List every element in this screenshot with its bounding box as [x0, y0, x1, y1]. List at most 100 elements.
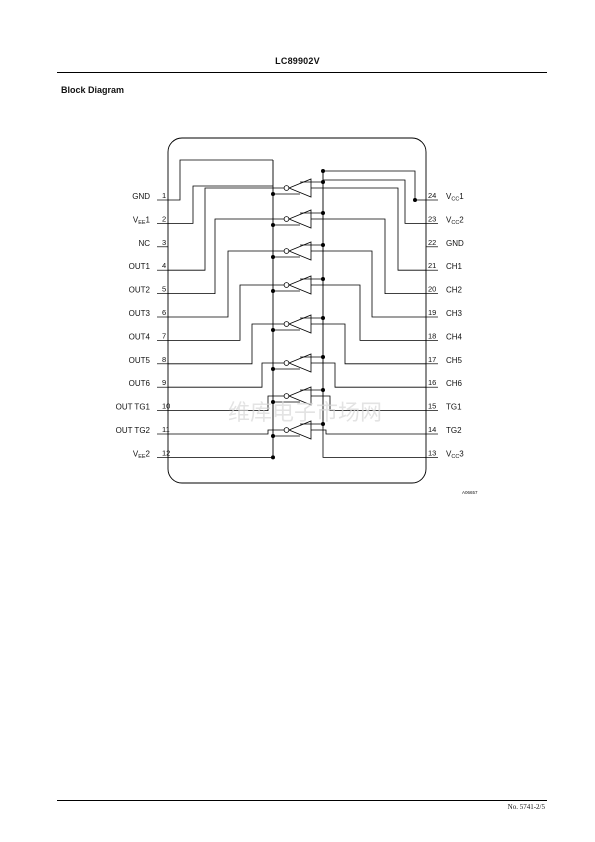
buffer-triangle [287, 386, 312, 406]
left-pin-5: OUT2 5 [129, 285, 168, 295]
junction-dot [321, 388, 325, 392]
junction-dot [271, 255, 275, 259]
pin-name: TG2 [446, 426, 462, 435]
right-pin-20: 20 CH2 [426, 285, 463, 295]
pin-name-suffix: 2 [146, 449, 151, 458]
pin-name: GND [446, 239, 464, 248]
buffer-5 [273, 314, 323, 334]
buffer-triangle [287, 275, 312, 295]
pin-name: CH5 [446, 356, 463, 365]
buffer-bubble [283, 185, 290, 191]
pin-name-suffix: 1 [459, 192, 464, 201]
pin-number: 2 [162, 214, 166, 223]
pin-number: 20 [428, 285, 436, 294]
pin-number: 6 [162, 308, 166, 317]
pin-name-suffix: 1 [146, 215, 151, 224]
right-pin-14: 14 TG2 [426, 425, 462, 435]
pin-number: 21 [428, 261, 436, 270]
junction-dot [321, 169, 325, 173]
header-rule [57, 72, 547, 73]
buffer-bubble [283, 282, 290, 288]
in-trace-4 [311, 284, 426, 341]
pin-name-suffix: 3 [459, 449, 464, 458]
out-trace-3 [168, 250, 284, 318]
pin-number: 16 [428, 378, 436, 387]
pin-name: VEE1 [133, 215, 151, 226]
pin-name-sub: CC [451, 220, 459, 226]
pin-number: 23 [428, 214, 436, 223]
junction-dot [271, 289, 275, 293]
vcc3-trace [322, 428, 426, 458]
pin-name: OUT TG2 [116, 426, 151, 435]
buffer-array [273, 178, 323, 440]
pin-number: 18 [428, 331, 436, 340]
out-trace-2 [168, 218, 284, 295]
junction-dot [321, 422, 325, 426]
junction-dot [271, 434, 275, 438]
pin-name: OUT4 [129, 332, 151, 341]
in-trace-2 [311, 218, 426, 295]
junction-dot [271, 455, 275, 460]
pin-name-sub: CC [451, 197, 459, 203]
document-title: LC89902V [275, 56, 320, 66]
pin-name: OUT TG1 [116, 403, 151, 412]
pin-name: CH2 [446, 286, 463, 295]
junction-dot [321, 211, 325, 215]
pin-name: OUT6 [129, 379, 151, 388]
pin-name: NC [138, 239, 150, 248]
pin-number: 10 [162, 402, 170, 411]
buffer-triangle [287, 420, 312, 440]
junction-dot [271, 328, 275, 332]
pin-number: 17 [428, 355, 436, 364]
in-trace-1 [311, 187, 426, 271]
junction-dot [321, 355, 325, 359]
junction-dot [321, 316, 325, 320]
buffer-2 [273, 209, 323, 229]
pin-name: VCC1 [446, 192, 464, 203]
pin-name: CH4 [446, 332, 463, 341]
pin-number: 19 [428, 308, 436, 317]
buffer-3 [273, 241, 323, 261]
pin-name: GND [132, 192, 150, 201]
junction-dot [413, 198, 417, 202]
buffer-bubble [283, 393, 290, 399]
pin-name: VCC3 [446, 449, 464, 460]
junction-dot [321, 277, 325, 281]
buffer-7 [273, 386, 323, 406]
pin-number: 9 [162, 378, 166, 387]
pin-name: OUT2 [129, 286, 151, 295]
junction-dot [271, 192, 275, 196]
pin-name-sub: EE [138, 454, 146, 460]
left-pin-10: OUT TG1 10 [116, 402, 171, 412]
out-tg-trace-1 [168, 395, 284, 412]
junction-dot [271, 367, 275, 371]
pin-number: 5 [162, 285, 166, 294]
pin-number: 14 [428, 425, 436, 434]
wiring [168, 159, 426, 458]
vcc1-trace [323, 170, 426, 201]
figure-code: A06657 [462, 490, 478, 495]
watermark: 维库电子市场网 [228, 401, 382, 426]
left-pin-2: VEE1 2 [133, 214, 168, 226]
pin-name-suffix: 2 [459, 215, 464, 224]
buffer-triangle [287, 209, 312, 229]
buffer-triangle [287, 178, 312, 198]
pin-name-sub: EE [138, 220, 146, 226]
in-trace-7 [311, 395, 426, 412]
buffer-triangle [287, 241, 312, 261]
pin-number: 22 [428, 238, 436, 247]
pin-number: 3 [162, 238, 166, 247]
buffer-4 [273, 275, 323, 295]
pin-number: 4 [162, 261, 166, 270]
